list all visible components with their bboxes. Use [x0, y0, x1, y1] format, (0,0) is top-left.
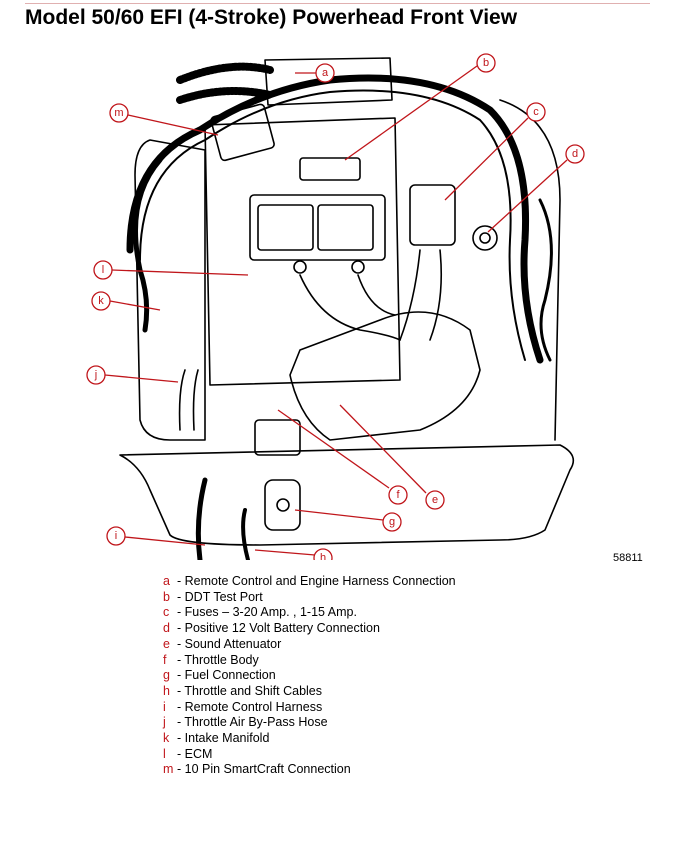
- legend-key: a: [163, 574, 170, 588]
- fuse-holder-shape: [409, 184, 456, 246]
- legend-row: a- Remote Control and Engine Harness Con…: [163, 574, 456, 588]
- callout-f: f: [396, 489, 400, 501]
- legend-key: m: [163, 762, 174, 777]
- legend-label: Throttle Body: [184, 652, 259, 667]
- legend-row: i- Remote Control Harness: [163, 699, 323, 714]
- wiring-loom-shape: [126, 74, 544, 364]
- legend-row: m- 10 Pin SmartCraft Connection: [163, 762, 351, 777]
- legend-label: Throttle Air By-Pass Hose: [184, 715, 328, 730]
- legend-label: ECM: [184, 746, 213, 761]
- legend-key: b: [163, 589, 170, 604]
- throttle-cables-shape: [241, 508, 250, 560]
- legend-row: k- Intake Manifold: [163, 731, 270, 746]
- ecm-shape: [249, 194, 386, 261]
- legend-label: DDT Test Port: [184, 589, 263, 604]
- throttle-body-shape: [254, 419, 301, 456]
- fuel-connection-shape: [264, 479, 301, 531]
- legend-key: g: [163, 668, 170, 683]
- legend-label: 10 Pin SmartCraft Connection: [184, 762, 351, 777]
- callout-i: i: [115, 530, 117, 542]
- legend-label: Sound Attenuator: [184, 636, 282, 651]
- callout-e: e: [432, 494, 438, 506]
- legend-key: k: [163, 731, 170, 746]
- legend-key: c: [163, 605, 170, 620]
- legend-row: c- Fuses – 3-20 Amp. , 1-15 Amp.: [163, 605, 357, 620]
- base-tray-shape: [119, 444, 575, 546]
- callout-l: l: [102, 264, 104, 276]
- callout-c: c: [533, 106, 539, 118]
- callout-g: g: [389, 516, 395, 528]
- battery-post-shape: [472, 225, 498, 251]
- callout-legend: a- Remote Control and Engine Harness Con…: [163, 574, 456, 778]
- legend-label: Fuses – 3-20 Amp. , 1-15 Amp.: [184, 605, 357, 620]
- legend-row: f- Throttle Body: [163, 652, 259, 667]
- legend-label: Throttle and Shift Cables: [184, 683, 322, 698]
- legend-row: d- Positive 12 Volt Battery Connection: [163, 621, 380, 636]
- legend-row: b- DDT Test Port: [163, 589, 263, 604]
- smartcraft-connector-shape: [210, 103, 275, 162]
- title-rule: [25, 3, 650, 4]
- callout-m: m: [114, 107, 123, 119]
- powerhead-illustration: a b c d e f g h i j k l m: [86, 53, 585, 560]
- ddt-port-shape: [299, 157, 361, 181]
- ecm-bracket-shape: [204, 117, 401, 386]
- callout-d: d: [572, 148, 578, 160]
- legend-label: Intake Manifold: [184, 731, 270, 746]
- sound-attenuator-shape: [289, 311, 481, 441]
- legend-label: Positive 12 Volt Battery Connection: [184, 621, 380, 636]
- legend-label: Fuel Connection: [184, 668, 276, 683]
- bypass-hose-shape: [178, 369, 186, 431]
- legend-key: e: [163, 636, 170, 651]
- legend-key: j: [163, 715, 166, 730]
- legend-row: l- ECM: [163, 746, 213, 761]
- callout-a: a: [322, 67, 329, 79]
- callout-j: j: [94, 369, 97, 381]
- legend-key: i: [163, 699, 166, 714]
- legend-key: h: [163, 683, 170, 698]
- legend-row: g- Fuel Connection: [163, 668, 276, 683]
- legend-key: d: [163, 621, 170, 636]
- figure-number: 58811: [613, 552, 643, 564]
- intake-manifold-shape: [134, 139, 206, 441]
- callout-h: h: [320, 552, 326, 560]
- legend-label: Remote Control and Engine Harness Connec…: [184, 574, 456, 588]
- legend-row: h- Throttle and Shift Cables: [163, 683, 322, 698]
- harness-connector-a-shape: [264, 57, 393, 106]
- callout-b: b: [483, 57, 489, 69]
- legend-label: Remote Control Harness: [184, 699, 323, 714]
- callout-k: k: [98, 295, 104, 307]
- legend-row: e- Sound Attenuator: [163, 636, 282, 651]
- legend-key: l: [163, 746, 166, 761]
- legend-key: f: [163, 652, 167, 667]
- legend-row: j- Throttle Air By-Pass Hose: [163, 715, 328, 730]
- remote-harness-shape: [195, 477, 208, 560]
- page-title: Model 50/60 EFI (4-Stroke) Powerhead Fro…: [25, 6, 518, 29]
